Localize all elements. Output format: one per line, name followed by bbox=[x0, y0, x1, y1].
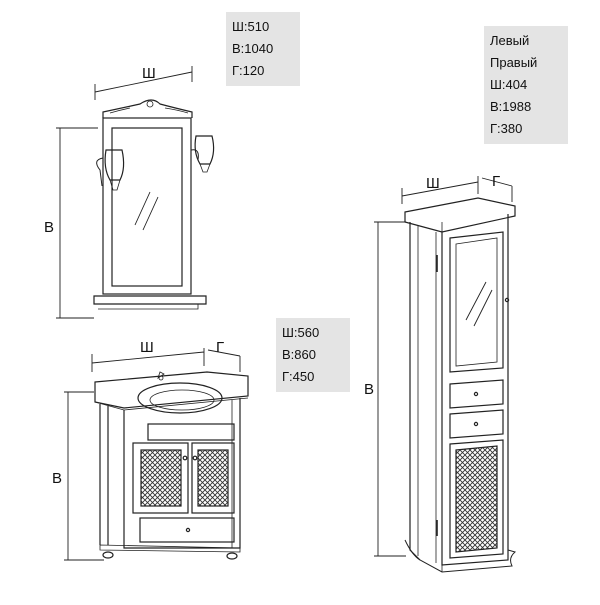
mirror-height-label: В bbox=[44, 219, 54, 236]
cabinet-depth-label: Г bbox=[492, 173, 500, 190]
vanity-depth-label: Г bbox=[216, 339, 224, 356]
cabinet-spec-depth: Г:380 bbox=[490, 121, 523, 136]
cabinet-spec-left: Левый bbox=[490, 33, 530, 48]
vanity-spec-height: В:860 bbox=[282, 347, 316, 362]
mirror-spec-box: Ш:510 В:1040 Г:120 bbox=[226, 12, 300, 86]
cabinet-drawing bbox=[374, 176, 517, 573]
vanity-height-label: В bbox=[52, 470, 62, 487]
cabinet-height-label: В bbox=[364, 381, 374, 398]
vanity-spec-box: Ш:560 В:860 Г:450 bbox=[276, 318, 350, 392]
vanity-width-label: Ш bbox=[140, 339, 154, 356]
mirror-width-label: Ш bbox=[142, 65, 156, 82]
vanity-spec-width: Ш:560 bbox=[282, 325, 320, 340]
mirror-spec-depth: Г:120 bbox=[232, 63, 265, 78]
mirror-spec-width: Ш:510 bbox=[232, 19, 270, 34]
cabinet-spec-width: Ш:404 bbox=[490, 77, 528, 92]
mirror-spec-height: В:1040 bbox=[232, 41, 274, 56]
vanity-drawing bbox=[64, 348, 249, 561]
cabinet-spec-height: В:1988 bbox=[490, 99, 532, 114]
vanity-spec-depth: Г:450 bbox=[282, 369, 315, 384]
cabinet-spec-box: Левый Правый Ш:404 В:1988 Г:380 bbox=[484, 26, 568, 144]
cabinet-width-label: Ш bbox=[426, 175, 440, 192]
mirror-drawing bbox=[56, 66, 215, 319]
cabinet-spec-right: Правый bbox=[490, 55, 538, 70]
